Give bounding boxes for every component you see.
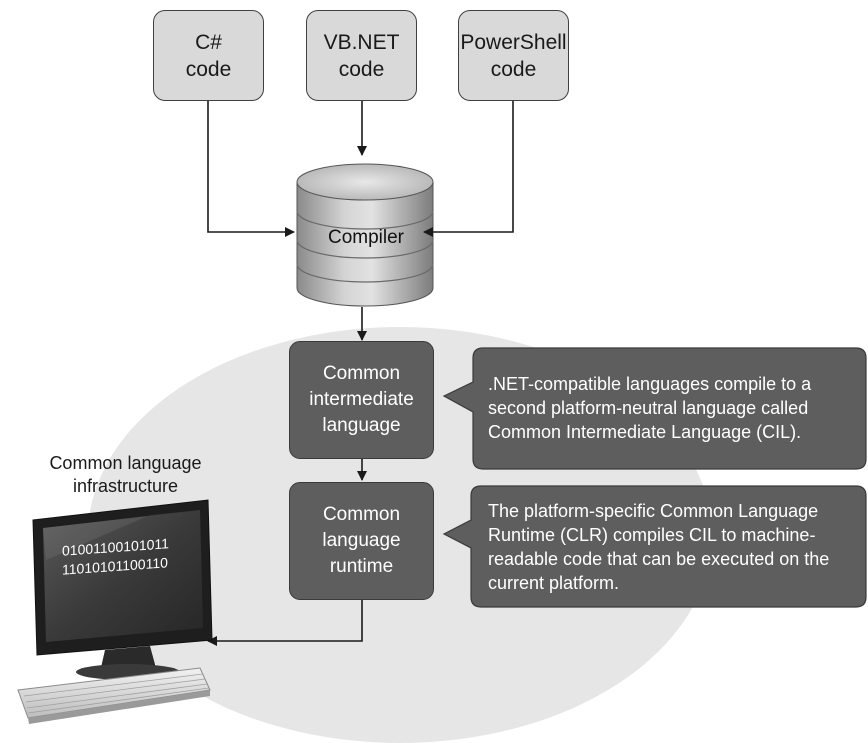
csharp-code-box: C# code xyxy=(153,10,264,101)
arrow-csharp-to-compiler xyxy=(207,100,295,237)
arrow-powershell-to-compiler xyxy=(423,100,514,237)
csharp-code-label: C# code xyxy=(185,30,232,81)
compiler-cylinder xyxy=(296,163,434,307)
cil-callout-text: .NET-compatible languages compile to a s… xyxy=(488,374,812,442)
cil-callout-bubble xyxy=(442,347,867,470)
clr-callout-text: The platform-specific Common Language Ru… xyxy=(488,501,830,593)
connectors xyxy=(207,100,514,646)
cil-box: Common intermediate language xyxy=(289,341,434,459)
cli-label: Common language infrastructure xyxy=(49,453,202,496)
keyboard xyxy=(17,667,211,724)
powershell-code-box: PowerShell code xyxy=(458,10,569,101)
powershell-code-label: PowerShell code xyxy=(460,30,567,81)
computer-illustration xyxy=(17,499,213,724)
vbnet-code-box: VB.NET code xyxy=(306,10,417,101)
clr-callout-bubble xyxy=(442,485,867,608)
cil-box-label: Common intermediate language xyxy=(309,363,414,436)
monitor-binary-text: 01001100101011 11010101100110 xyxy=(62,535,169,578)
vbnet-code-label: VB.NET code xyxy=(323,30,400,81)
compiler-label: Compiler xyxy=(327,227,405,248)
monitor xyxy=(32,499,213,680)
clr-box-label: Common language runtime xyxy=(322,504,401,577)
clr-box: Common language runtime xyxy=(289,482,434,600)
arrow-clr-to-computer xyxy=(207,600,363,646)
